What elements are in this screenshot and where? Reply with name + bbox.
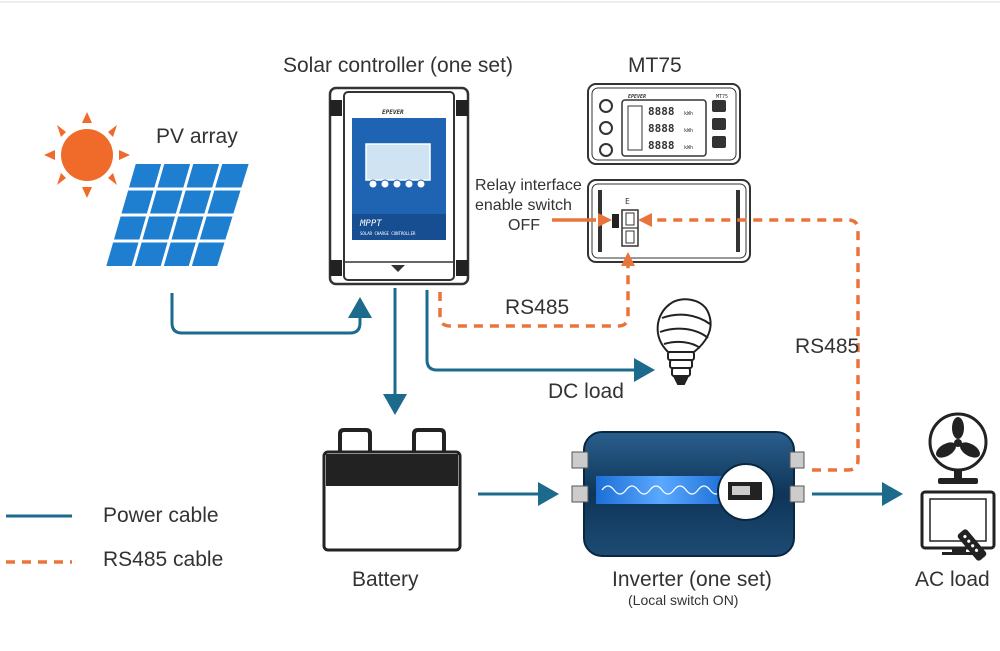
controller-subtitle-text: SOLAR CHARGE CONTROLLER (360, 231, 416, 236)
remote-control-icon (957, 529, 987, 561)
inverter-sublabel: (Local switch ON) (628, 592, 738, 608)
pv-to-controller-cable (170, 293, 372, 335)
mt75-display-row2: 8888 (648, 122, 675, 135)
rs485-arrow-left (638, 213, 652, 227)
legend-power-label: Power cable (103, 504, 219, 527)
pv-array-label: PV array (156, 125, 238, 148)
mt75-unit3: kWh (684, 145, 693, 151)
mt75-meter-device: EPEVER MT75 8888 8888 8888 kWh kWh kWh (587, 83, 741, 165)
ac-load-label: AC load (915, 568, 990, 591)
relay-pointer-arrow (598, 213, 612, 227)
legend: Power cable RS485 cable (6, 504, 223, 571)
light-bulb-icon (656, 298, 712, 385)
controller-brand-text: EPEVER (382, 109, 404, 116)
rs485-label-inverter: RS485 (795, 335, 859, 358)
inverter-device (571, 431, 805, 557)
solar-controller-label: Solar controller (one set) (283, 54, 513, 77)
inverter-to-mt75-rs485-cable (650, 218, 860, 472)
fan-icon (928, 412, 988, 484)
tv-icon (920, 490, 996, 555)
mt75-model-text: MT75 (716, 94, 728, 100)
relay-label-line2: enable switch (475, 197, 572, 214)
relay-switch-icon (612, 214, 619, 228)
controller-mppt-text: MPPT (359, 219, 382, 229)
mt75-display-row3: 8888 (648, 139, 675, 152)
inverter-label: Inverter (one set) (612, 568, 772, 591)
rs485-label-controller: RS485 (505, 296, 569, 319)
power-cables (170, 288, 903, 506)
dc-load-label: DC load (548, 380, 624, 403)
legend-rs485-label: RS485 cable (103, 548, 223, 571)
solar-panel-icon (103, 162, 252, 268)
relay-label-line1: Relay interface (475, 177, 582, 194)
battery-label: Battery (352, 568, 419, 591)
battery-icon (322, 428, 462, 552)
relay-switch-mark: E (625, 197, 630, 206)
mt75-unit1: kWh (684, 111, 693, 117)
rs485-arrow-up (621, 252, 635, 266)
rs485-cables (438, 218, 860, 472)
controller-to-dc-load-cable (425, 290, 655, 382)
sun-icon (44, 112, 130, 198)
solar-controller-device: MPPT SOLAR CHARGE CONTROLLER EPEVER (328, 86, 470, 286)
relay-label-line3: OFF (508, 217, 540, 234)
mt75-unit2: kWh (684, 128, 693, 134)
mt75-display-row1: 8888 (648, 105, 675, 118)
mt75-label: MT75 (628, 54, 682, 77)
mt75-brand-text: EPEVER (628, 94, 646, 100)
